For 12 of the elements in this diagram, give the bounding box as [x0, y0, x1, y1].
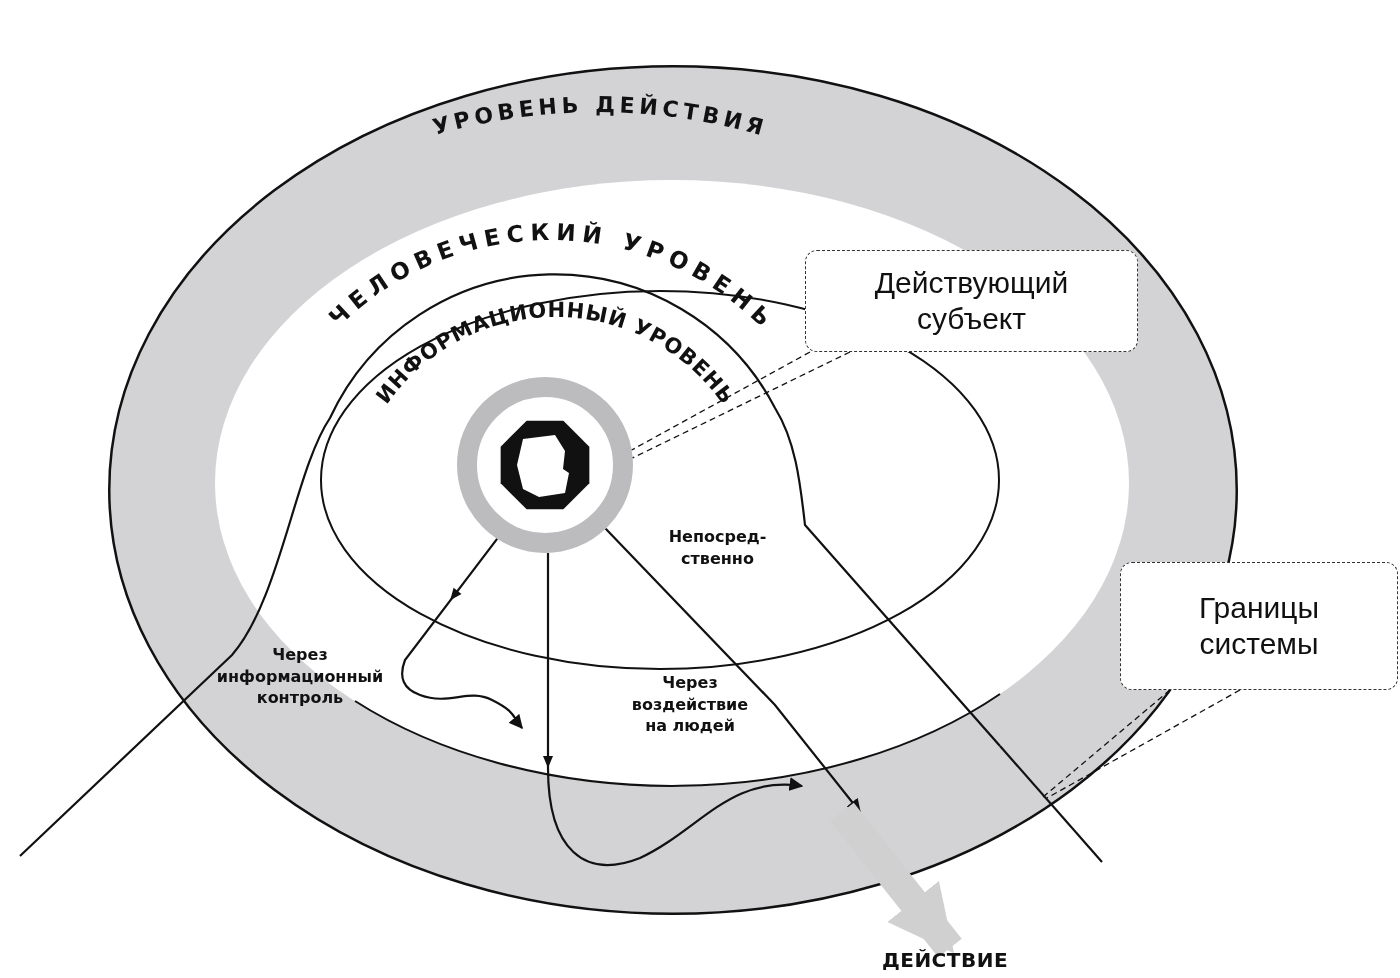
leader-line [1046, 689, 1241, 799]
path-label: Непосред-ственно [667, 526, 768, 570]
leader-line [631, 351, 811, 451]
callout-box: Границы системы [1120, 562, 1398, 690]
action-title: ДЕЙСТВИЕ [860, 948, 1030, 972]
leader-line [1042, 689, 1171, 798]
influence-arrow [401, 538, 523, 730]
influence-arrow [543, 552, 804, 866]
leader-line [632, 351, 851, 459]
path-label: Через информационный контроль [215, 644, 385, 709]
path-label: Через воздействие на людей [630, 672, 750, 737]
system-boundary-line [999, 745, 1103, 863]
